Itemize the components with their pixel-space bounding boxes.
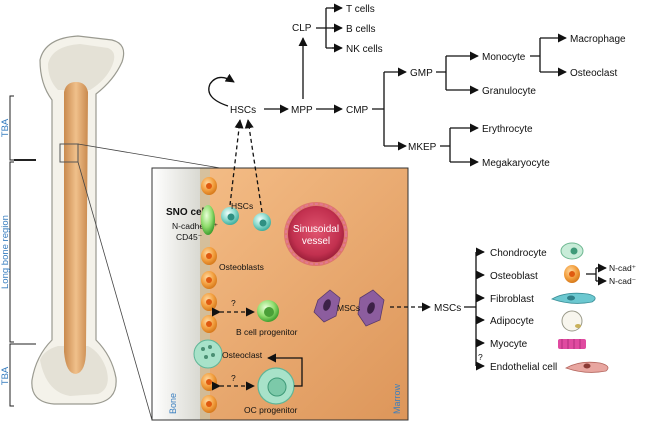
b-cell-progenitor-cell <box>257 300 279 322</box>
ncad-negative-node: N-cad⁻ <box>609 276 637 286</box>
sno-cell-title: SNO cell <box>166 207 207 218</box>
osteoblast-cell <box>201 177 217 195</box>
osteoclast-label: Osteoclast <box>222 350 263 360</box>
myocyte-icon <box>558 339 586 349</box>
hematopoietic-tree: HSCs MPP CLP CMP T cells B cells NK cell… <box>208 3 626 169</box>
nk-cells-node: NK cells <box>346 44 383 55</box>
osteoclast-cell <box>193 339 223 369</box>
question-mark-oc: ? <box>231 373 236 383</box>
osteoblast-cell <box>201 315 217 333</box>
b-cell-progenitor-label: B cell progenitor <box>236 327 298 337</box>
long-bone-region-label: Long bone region <box>0 215 11 289</box>
osteoblast-column <box>193 177 223 413</box>
marrow-label: Marrow <box>392 383 402 414</box>
clp-node: CLP <box>292 23 312 34</box>
cmp-node: CMP <box>346 105 369 116</box>
chondrocyte-node: Chondrocyte <box>490 248 547 259</box>
sno-cell <box>201 205 215 235</box>
oc-progenitor-cell <box>257 367 295 405</box>
endothelial-cell-node: Endothelial cell <box>490 362 557 373</box>
sno-marker-ncadherin: N-cadherin⁺ <box>172 221 219 231</box>
sno-marker-cd45: CD45⁻ <box>176 232 203 242</box>
granulocyte-node: Granulocyte <box>482 86 536 97</box>
ncad-positive-node: N-cad⁺ <box>609 263 637 273</box>
fibroblast-icon <box>551 292 596 304</box>
t-cells-node: T cells <box>346 4 375 15</box>
hscs-node: HSCs <box>230 105 256 116</box>
region-brackets <box>9 95 36 407</box>
erythrocyte-node: Erythrocyte <box>482 124 533 135</box>
hsc-cells <box>221 207 271 231</box>
gmp-node: GMP <box>410 68 433 79</box>
chondrocyte-icon <box>560 242 584 260</box>
osteoblast-cell <box>201 293 217 311</box>
osteoblast-cell <box>201 395 217 413</box>
osteoblast-icon <box>564 265 580 283</box>
tba-top-label: TBA <box>0 118 11 137</box>
osteoblasts-label: Osteoblasts <box>219 262 264 272</box>
mesenchymal-tree: MSCs ? Chondrocyte Osteoblast Fibroblast… <box>390 242 637 373</box>
tba-bottom-label: TBA <box>0 366 11 385</box>
fibroblast-node: Fibroblast <box>490 294 534 305</box>
question-mark-endothelial: ? <box>478 352 483 362</box>
mpp-node: MPP <box>291 105 313 116</box>
monocyte-node: Monocyte <box>482 52 526 63</box>
myocyte-node: Myocyte <box>490 339 528 350</box>
mkep-node: MKEP <box>408 142 437 153</box>
sinusoidal-label-2: vessel <box>302 236 330 247</box>
sinusoidal-vessel <box>284 202 348 266</box>
macrophage-node: Macrophage <box>570 34 626 45</box>
adipocyte-icon <box>561 310 583 332</box>
endothelial-cell-icon <box>565 361 609 373</box>
b-cells-node: B cells <box>346 24 375 35</box>
long-bone-illustration <box>31 35 125 405</box>
osteoblast-cell <box>201 271 217 289</box>
niche-mscs-label: MSCs <box>337 303 360 313</box>
megakaryocyte-node: Megakaryocyte <box>482 158 550 169</box>
osteoclast-node: Osteoclast <box>570 68 617 79</box>
oc-progenitor-label: OC progenitor <box>244 405 298 415</box>
mscs-node: MSCs <box>434 303 461 314</box>
msc-cells <box>313 289 385 327</box>
osteoblast-cell <box>201 247 217 265</box>
osteoblast-node: Osteoblast <box>490 271 538 282</box>
bone-label: Bone <box>168 393 178 414</box>
sinusoidal-label-1: Sinusoidal <box>293 224 339 235</box>
question-mark-b: ? <box>231 298 236 308</box>
niche-hscs-label: HSCs <box>231 201 253 211</box>
adipocyte-node: Adipocyte <box>490 316 534 327</box>
osteoblast-cell <box>201 373 217 391</box>
